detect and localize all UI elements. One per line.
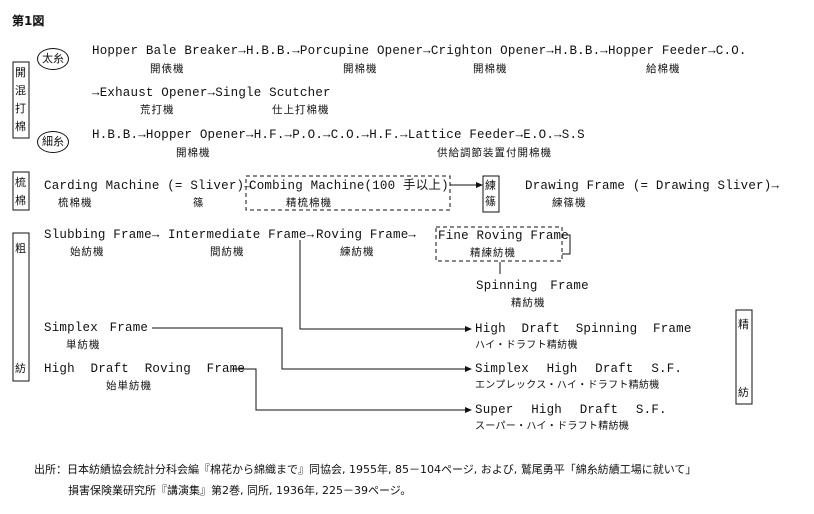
category-renjo: 練篠: [485, 179, 496, 208]
fine-roving-ja: 精練紡機: [470, 247, 516, 259]
high-draft-spinning-ja: ハイ・ドラフト精紡機: [475, 340, 578, 351]
high-draft-spinning-frame: High Draft Spinning Frame: [475, 322, 692, 336]
row2-chain: →Exhaust Opener→Single Scutcher: [92, 86, 331, 100]
carding-machine: Carding Machine (= Sliver)→: [44, 179, 252, 193]
row1-ja-4: 給棉機: [646, 63, 681, 75]
simplex-high-draft-sf: Simplex High Draft S.F.: [475, 362, 683, 376]
hosoito-marker: 細糸: [37, 131, 69, 153]
high-draft-roving-frame: High Draft Roving Frame: [44, 362, 246, 376]
carding-ja: 梳棉機: [58, 197, 93, 209]
row3-ja-1: 開棉機: [176, 147, 211, 159]
row2-ja-1: 荒打機: [140, 104, 175, 116]
futoito-marker: 太糸: [37, 48, 69, 70]
category-box-soboseki: [12, 232, 30, 382]
row3-ja-2: 供給調節装置付開棉機: [437, 147, 552, 159]
drawing-ja: 練篠機: [552, 197, 587, 209]
fine-roving-frame: Fine Roving Frame: [438, 229, 569, 243]
spinning-ja: 精紡機: [511, 297, 546, 309]
row1-ja-2: 開棉機: [343, 63, 378, 75]
combing-dashed-box: [245, 175, 451, 211]
super-high-draft-sf: Super High Draft S.F.: [475, 403, 667, 417]
category-box-seiboseki: [735, 309, 753, 405]
simplex-high-draft-sf-ja: エンプレックス・ハイ・ドラフト精紡機: [475, 380, 660, 391]
spinning-frame: Spinning Frame: [476, 279, 589, 293]
simplex-frame: Simplex Frame: [44, 321, 149, 335]
category-seiboseki-bottom: 紡: [738, 386, 749, 399]
high-draft-roving-ja: 始単紡機: [106, 380, 152, 392]
category-kaikon: 開混 打棉: [15, 66, 26, 133]
figure-label: 第1図: [12, 14, 45, 28]
fine-roving-dashed-box: [435, 226, 563, 262]
category-box-ryumen: [12, 171, 30, 211]
slubbing-frame: Slubbing Frame→: [44, 228, 160, 242]
roving-frame: Roving Frame→: [316, 228, 417, 242]
row1-ja-1: 開俵機: [150, 63, 185, 75]
category-box-renjo: [482, 175, 500, 213]
drawing-frame: Drawing Frame (= Drawing Sliver)→: [525, 179, 780, 193]
combing-machine: Combing Machine(100 手以上): [249, 179, 449, 193]
super-high-draft-sf-ja: スーパー・ハイ・ドラフト精紡機: [475, 421, 630, 432]
category-soboseki-bottom: 紡: [15, 362, 26, 375]
simplex-ja: 単紡機: [66, 339, 101, 351]
intermediate-ja: 間紡機: [210, 246, 245, 258]
category-box-kaikon: [12, 61, 30, 139]
row3-chain: H.B.B.→Hopper Opener→H.F.→P.O.→C.O.→H.F.…: [92, 128, 585, 142]
carding-ja-b: 篠: [193, 197, 205, 209]
row1-chain: Hopper Bale Breaker→H.B.B.→Porcupine Ope…: [92, 44, 747, 58]
roving-ja: 練紡機: [340, 246, 375, 258]
combing-ja: 精梳棉機: [286, 197, 332, 209]
category-ryumen: 梳棉: [15, 176, 26, 207]
source-line-1: 出所：日本紡績協会統計分科会編『棉花から綿織まで』同協会, 1955年, 85－…: [34, 463, 697, 476]
category-soboseki-top: 粗: [15, 242, 26, 255]
row1-ja-3: 開棉機: [473, 63, 508, 75]
category-seiboseki-top: 精: [738, 318, 749, 331]
row2-ja-2: 仕上打棉機: [272, 104, 330, 116]
intermediate-frame: Intermediate Frame→: [168, 228, 315, 242]
slubbing-ja: 始紡機: [70, 246, 105, 258]
source-line-2: 損害保険業研究所『講演集』第2巻, 同所, 1936年, 225－39ページ。: [68, 484, 412, 497]
